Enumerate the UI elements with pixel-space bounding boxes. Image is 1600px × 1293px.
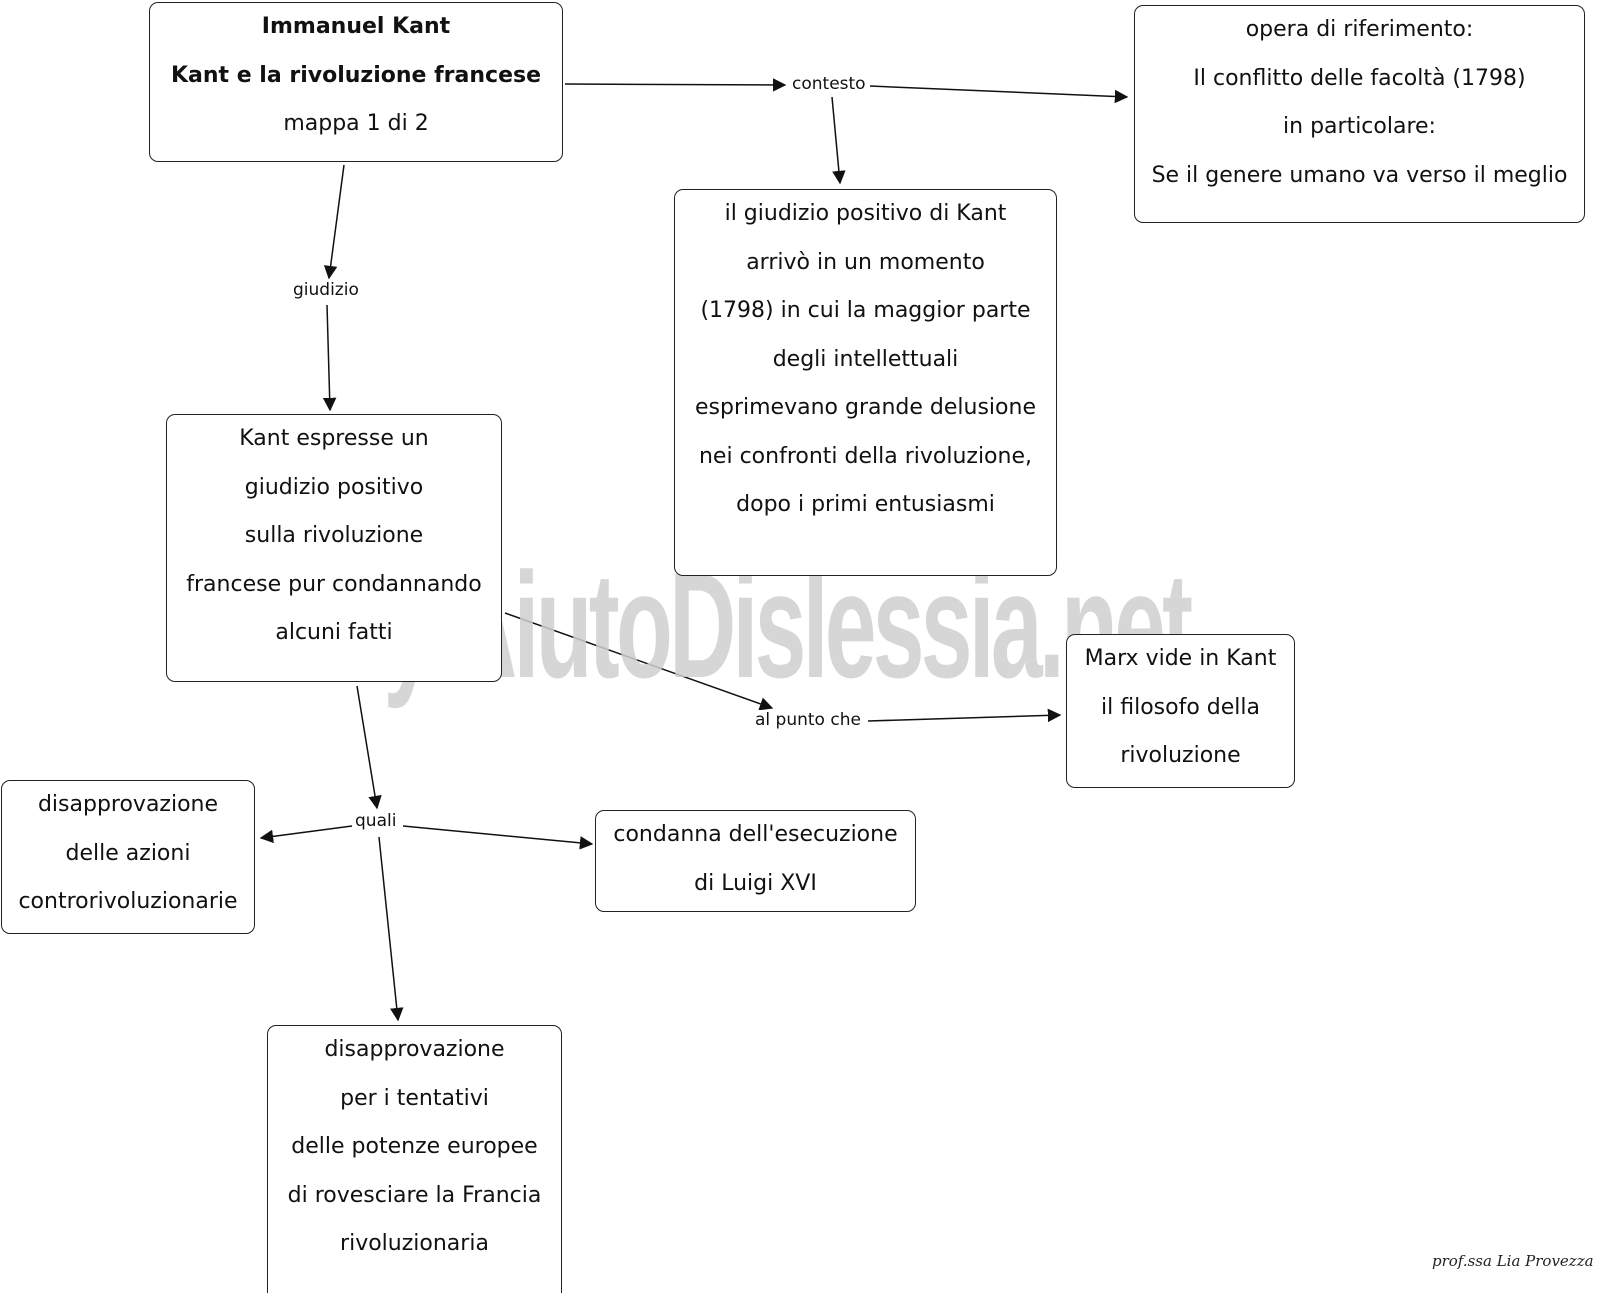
node-execution[interactable]: condanna dell'esecuzione di Luigi XVI	[595, 810, 916, 912]
connector-kant-quali	[356, 685, 382, 810]
node-reference-line-1: opera di riferimento:	[1245, 17, 1474, 42]
connector-main-giudizio	[323, 164, 345, 280]
connector-alpuntoche-marx	[867, 708, 1062, 723]
node-reference-line-4: Se il genere umano va verso il meglio	[1151, 162, 1568, 188]
node-reference-line-2: Il conflitto delle facoltà (1798)	[1193, 65, 1526, 91]
node-main[interactable]: Immanuel Kant Kant e la rivoluzione fran…	[149, 2, 563, 162]
node-reference-line-3: in particolare:	[1283, 114, 1436, 139]
node-positive-line-3: (1798) in cui la maggior parte	[700, 298, 1031, 323]
node-main-line-1: Immanuel Kant	[261, 14, 451, 39]
node-kant-expressed[interactable]: Kant espresse un giudizio positivo sulla…	[166, 414, 502, 682]
node-counter-line-2: delle azioni	[65, 840, 191, 866]
node-marx-line-2: il filosofo della	[1101, 694, 1260, 720]
connector-contesto-reference	[869, 85, 1129, 104]
node-positive-line-6: nei confronti della rivoluzione,	[698, 443, 1032, 469]
node-main-line-3: mappa 1 di 2	[283, 111, 429, 136]
node-marx-line-3: rivoluzione	[1120, 743, 1241, 768]
node-positive-line-1: il giudizio positivo di Kant	[724, 201, 1007, 226]
connector-main-contesto	[564, 78, 787, 92]
node-powers-line-3: delle potenze europee	[291, 1134, 538, 1159]
node-kant-line-3: sulla rivoluzione	[244, 523, 424, 548]
node-positive-line-2: arrivò in un momento	[746, 249, 985, 275]
node-positive-line-7: dopo i primi entusiasmi	[736, 492, 995, 517]
node-marx[interactable]: Marx vide in Kant il filosofo della rivo…	[1066, 634, 1295, 788]
node-counterrevolution[interactable]: disapprovazione delle azioni controrivol…	[1, 780, 255, 934]
connector-kant-alpuntoche	[504, 612, 774, 711]
node-execution-line-1: condanna dell'esecuzione	[613, 822, 898, 847]
node-powers-line-4: di rovesciare la Francia	[287, 1182, 542, 1208]
node-kant-line-5: alcuni fatti	[275, 620, 393, 645]
link-label-al-punto-che: al punto che	[752, 710, 864, 730]
node-reference[interactable]: opera di riferimento: Il conflitto delle…	[1134, 5, 1585, 223]
node-kant-line-2: giudizio positivo	[244, 474, 424, 500]
connector-quali-powers	[378, 836, 404, 1022]
link-label-quali: quali	[352, 811, 400, 831]
connector-contesto-positive	[831, 96, 846, 185]
node-powers-line-2: per i tentativi	[340, 1085, 489, 1111]
node-marx-line-1: Marx vide in Kant	[1084, 646, 1277, 671]
node-positive-line-5: esprimevano grande delusione	[695, 395, 1036, 420]
node-positive-line-4: degli intellettuali	[772, 346, 959, 372]
author-signature: prof.ssa Lia Provezza	[1432, 1252, 1594, 1270]
node-counter-line-3: controrivoluzionarie	[18, 889, 238, 914]
node-main-line-2: Kant e la rivoluzione francese	[170, 62, 541, 88]
link-label-contesto: contesto	[789, 74, 869, 94]
node-kant-line-4: francese pur condannando	[186, 571, 482, 597]
connector-quali-counterrevolution	[259, 825, 353, 844]
node-kant-line-1: Kant espresse un	[239, 426, 429, 451]
node-powers-line-1: disapprovazione	[324, 1037, 505, 1062]
node-counter-line-1: disapprovazione	[37, 792, 219, 817]
node-powers-line-5: rivoluzionaria	[340, 1231, 489, 1256]
connector-giudizio-kant	[322, 304, 337, 412]
node-positive-judgment[interactable]: il giudizio positivo di Kant arrivò in u…	[674, 189, 1057, 576]
node-powers[interactable]: disapprovazione per i tentativi delle po…	[267, 1025, 562, 1293]
node-execution-line-2: di Luigi XVI	[694, 870, 817, 896]
link-label-giudizio: giudizio	[290, 280, 362, 300]
connector-quali-execution	[402, 825, 594, 850]
